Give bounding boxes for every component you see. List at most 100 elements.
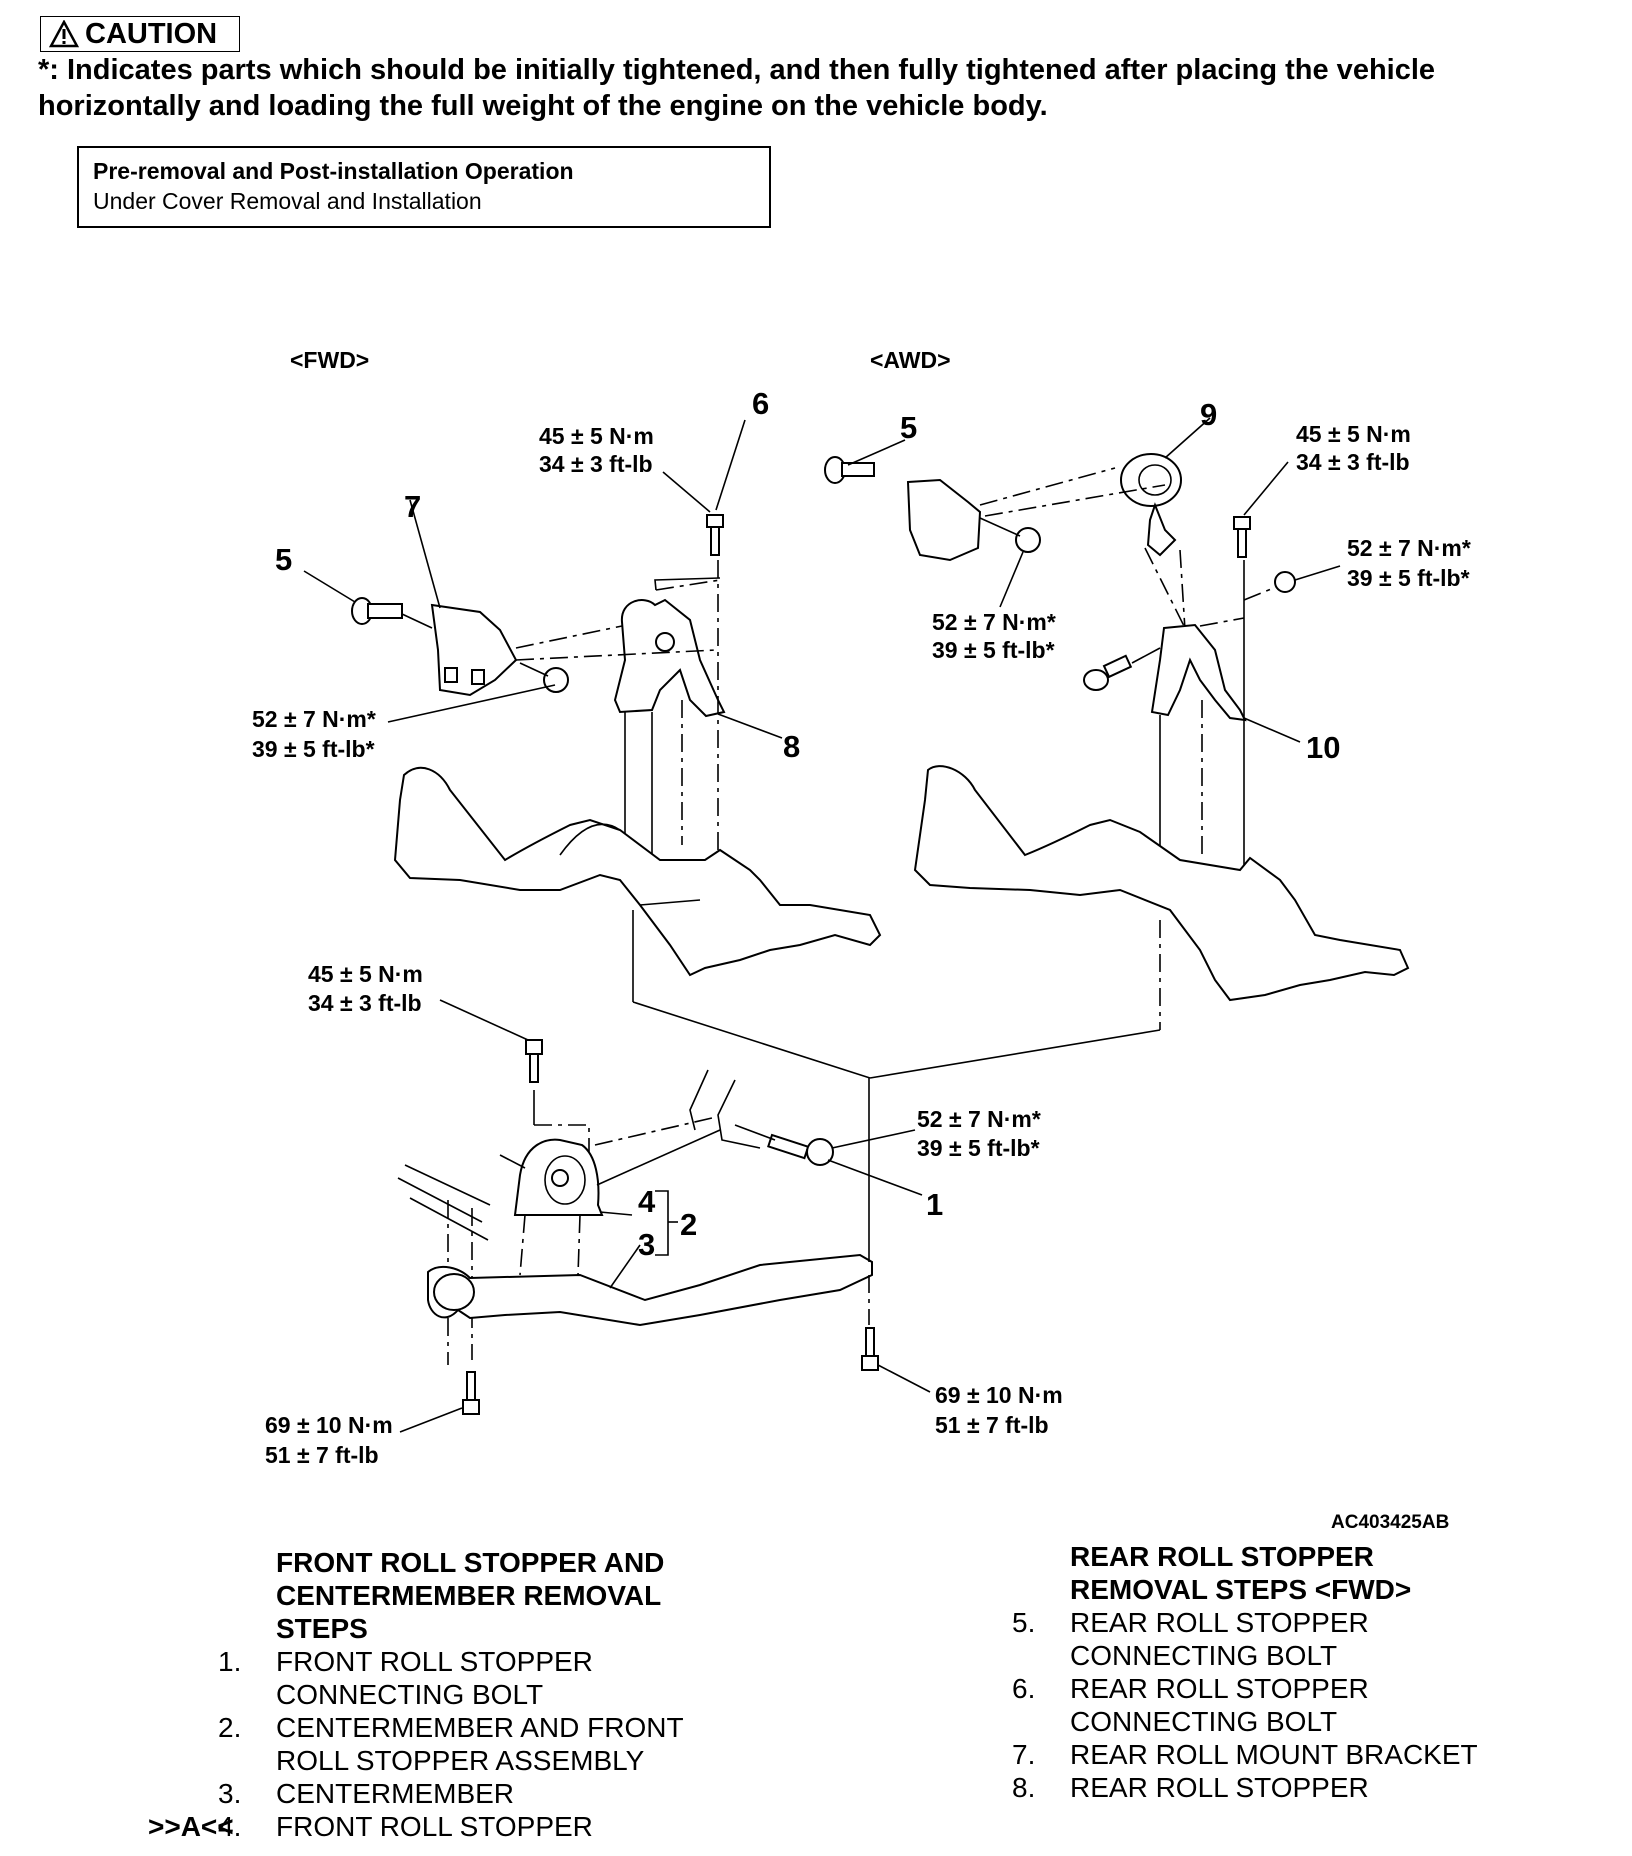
step-text: CONNECTING BOLT bbox=[276, 1679, 544, 1710]
front-steps-heading-3: STEPS bbox=[276, 1613, 368, 1644]
step-number: 7. bbox=[1012, 1739, 1036, 1770]
step-number: 2. bbox=[218, 1712, 242, 1743]
torque-nm: 45 ± 5 N·m bbox=[539, 423, 654, 449]
torque-ftlb: 39 ± 5 ft-lb* bbox=[1347, 565, 1470, 591]
rear-steps-list: REAR ROLL STOPPER REMOVAL STEPS <FWD> 5.… bbox=[1012, 1540, 1612, 1804]
torque-ftlb: 51 ± 7 ft-lb bbox=[935, 1412, 1049, 1438]
callout-6-fwd: 6 bbox=[752, 386, 769, 421]
caution-label: CAUTION bbox=[85, 18, 218, 50]
step-text: REAR ROLL STOPPER bbox=[1070, 1607, 1369, 1638]
list-item: 2. CENTERMEMBER AND FRONT bbox=[148, 1711, 788, 1744]
torque-ftlb: 39 ± 5 ft-lb* bbox=[917, 1135, 1040, 1161]
callout-3: 3 bbox=[638, 1227, 655, 1262]
rear-steps-heading-1: REAR ROLL STOPPER bbox=[1070, 1541, 1374, 1572]
front-steps-list: FRONT ROLL STOPPER AND CENTERMEMBER REMO… bbox=[148, 1546, 788, 1843]
step-number: 3. bbox=[218, 1778, 242, 1809]
awd-variant-label: <AWD> bbox=[870, 347, 951, 373]
torque-ftlb: 34 ± 3 ft-lb bbox=[539, 451, 653, 477]
torque-nm: 52 ± 7 N·m* bbox=[1347, 535, 1471, 561]
centermember bbox=[427, 1253, 873, 1327]
bolt-icon bbox=[1233, 516, 1251, 558]
caution-note: *: Indicates parts which should be initi… bbox=[38, 54, 1436, 122]
awd-rear-roll-stopper bbox=[1150, 623, 1247, 722]
step-text: CENTERMEMBER bbox=[276, 1778, 515, 1809]
callout-2: 2 bbox=[680, 1207, 697, 1242]
operation-title: Pre-removal and Post-installation Operat… bbox=[93, 158, 574, 184]
awd-crossmember bbox=[913, 765, 1410, 1002]
list-item: >>A<<4. FRONT ROLL STOPPER bbox=[148, 1810, 788, 1843]
list-item: 5. REAR ROLL STOPPER bbox=[1012, 1606, 1612, 1639]
torque-nm: 69 ± 10 N·m bbox=[265, 1412, 393, 1438]
callout-1: 1 bbox=[926, 1187, 943, 1222]
fwd-crossmember bbox=[393, 766, 882, 977]
step-number: 5. bbox=[1012, 1607, 1036, 1638]
front-steps-heading-2: CENTERMEMBER REMOVAL bbox=[276, 1580, 662, 1611]
step-text: REAR ROLL MOUNT BRACKET bbox=[1070, 1739, 1478, 1770]
step-number: 8. bbox=[1012, 1772, 1036, 1803]
list-item: 6. REAR ROLL STOPPER bbox=[1012, 1672, 1612, 1705]
awd-mount-9 bbox=[1120, 453, 1182, 507]
bolt-icon bbox=[861, 1327, 879, 1371]
step-text: FRONT ROLL STOPPER bbox=[276, 1646, 593, 1677]
bolt-icon bbox=[767, 1133, 834, 1166]
awd-rear-roll-group bbox=[824, 417, 1410, 1079]
bolt-icon bbox=[525, 1039, 543, 1083]
list-item: 3. CENTERMEMBER bbox=[148, 1777, 788, 1810]
bolt-icon bbox=[1083, 654, 1133, 691]
rear-steps-heading-2: REMOVAL STEPS <FWD> bbox=[1070, 1574, 1412, 1605]
bolt-icon bbox=[351, 597, 403, 625]
list-item: 1. FRONT ROLL STOPPER bbox=[148, 1645, 788, 1678]
callout-5-awd: 5 bbox=[900, 410, 917, 445]
operation-box: Pre-removal and Post-installation Operat… bbox=[77, 146, 771, 228]
image-code: AC403425AB bbox=[1331, 1512, 1449, 1533]
callout-7-fwd: 7 bbox=[404, 489, 421, 524]
nut-icon bbox=[543, 667, 569, 693]
rear-roll-stopper bbox=[613, 598, 726, 718]
torque-ftlb: 39 ± 5 ft-lb* bbox=[932, 637, 1055, 663]
torque-ftlb: 51 ± 7 ft-lb bbox=[265, 1442, 379, 1468]
callout-8-fwd: 8 bbox=[783, 729, 800, 764]
step-marker bbox=[148, 1777, 218, 1810]
nut-icon bbox=[1274, 571, 1296, 593]
fwd-rear-roll-group bbox=[303, 419, 882, 1079]
torque-nm: 52 ± 7 N·m* bbox=[252, 706, 376, 732]
awd-bracket bbox=[906, 478, 982, 562]
callout-9-awd: 9 bbox=[1200, 397, 1217, 432]
step-text: CONNECTING BOLT bbox=[1070, 1640, 1338, 1671]
torque-ftlb: 34 ± 3 ft-lb bbox=[1296, 449, 1410, 475]
torque-nm: 52 ± 7 N·m* bbox=[932, 609, 1056, 635]
list-item: 7. REAR ROLL MOUNT BRACKET bbox=[1012, 1738, 1612, 1771]
step-number: 4. bbox=[218, 1811, 242, 1842]
torque-nm: 45 ± 5 N·m bbox=[1296, 421, 1411, 447]
step-marker: >>A<< bbox=[148, 1811, 234, 1842]
nut-icon bbox=[1015, 527, 1041, 553]
fwd-variant-label: <FWD> bbox=[290, 347, 369, 373]
torque-ftlb: 39 ± 5 ft-lb* bbox=[252, 736, 375, 762]
step-text: ROLL STOPPER ASSEMBLY bbox=[276, 1745, 645, 1776]
caution-badge: CAUTION bbox=[40, 16, 241, 52]
torque-ftlb: 34 ± 3 ft-lb bbox=[308, 990, 422, 1016]
step-marker bbox=[148, 1645, 218, 1678]
torque-nm: 69 ± 10 N·m bbox=[935, 1382, 1063, 1408]
callout-4: 4 bbox=[638, 1184, 656, 1219]
step-text: CENTERMEMBER AND FRONT bbox=[276, 1712, 684, 1743]
front-roll-group bbox=[397, 999, 931, 1433]
step-number: 1. bbox=[218, 1646, 242, 1677]
bolt-icon bbox=[824, 456, 875, 484]
torque-nm: 52 ± 7 N·m* bbox=[917, 1106, 1041, 1132]
step-text: FRONT ROLL STOPPER bbox=[276, 1811, 593, 1842]
step-text: REAR ROLL STOPPER bbox=[1070, 1673, 1369, 1704]
warning-triangle-icon bbox=[49, 20, 79, 48]
callout-10-awd: 10 bbox=[1306, 730, 1340, 765]
operation-item: Under Cover Removal and Installation bbox=[93, 188, 482, 214]
step-text: REAR ROLL STOPPER bbox=[1070, 1772, 1369, 1803]
front-steps-heading-1: FRONT ROLL STOPPER AND bbox=[276, 1547, 665, 1578]
list-item: 8. REAR ROLL STOPPER bbox=[1012, 1771, 1612, 1804]
bolt-icon bbox=[462, 1371, 480, 1415]
step-marker bbox=[148, 1711, 218, 1744]
callout-5-fwd: 5 bbox=[275, 542, 292, 577]
step-number: 6. bbox=[1012, 1673, 1036, 1704]
step-text: CONNECTING BOLT bbox=[1070, 1706, 1338, 1737]
bolt-icon bbox=[706, 514, 724, 556]
